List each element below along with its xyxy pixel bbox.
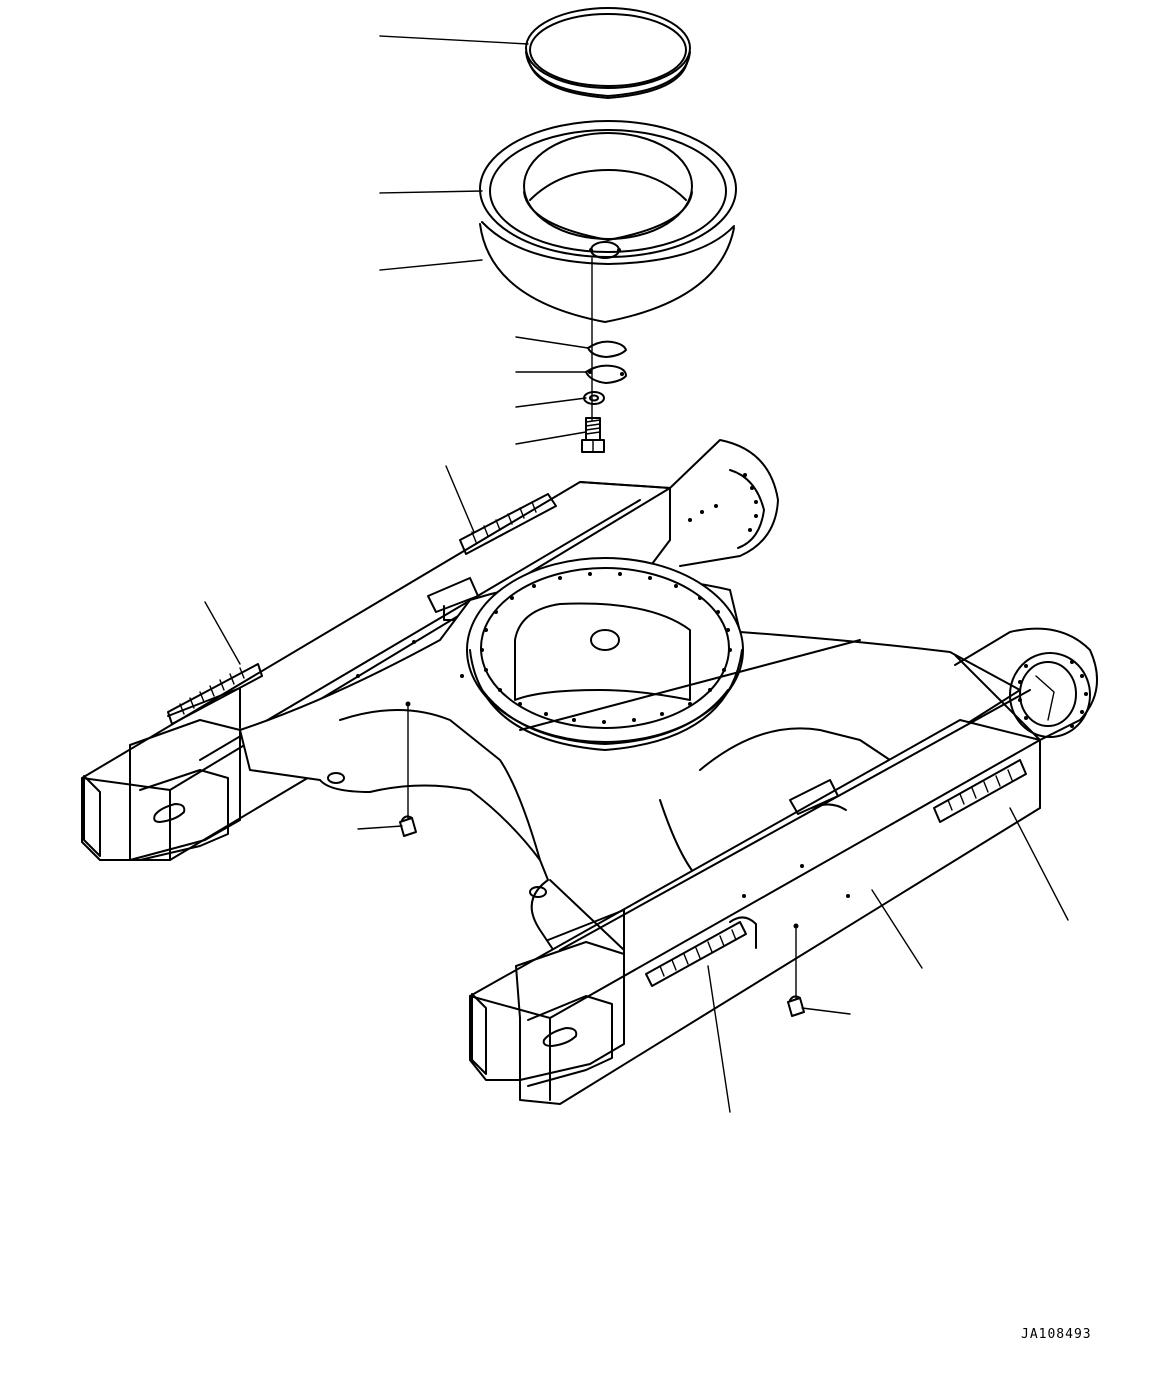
turntable-cover	[479, 120, 737, 323]
grease-fitting	[399, 705, 805, 1017]
track-frame	[81, 439, 1098, 1105]
washer	[583, 391, 605, 405]
drawing-number: JA108493	[1021, 1327, 1092, 1342]
gasket	[587, 340, 627, 358]
bolt	[581, 417, 605, 453]
cap-plate	[585, 364, 627, 384]
seal-ring	[525, 7, 691, 99]
leader-lines	[357, 35, 1069, 1113]
